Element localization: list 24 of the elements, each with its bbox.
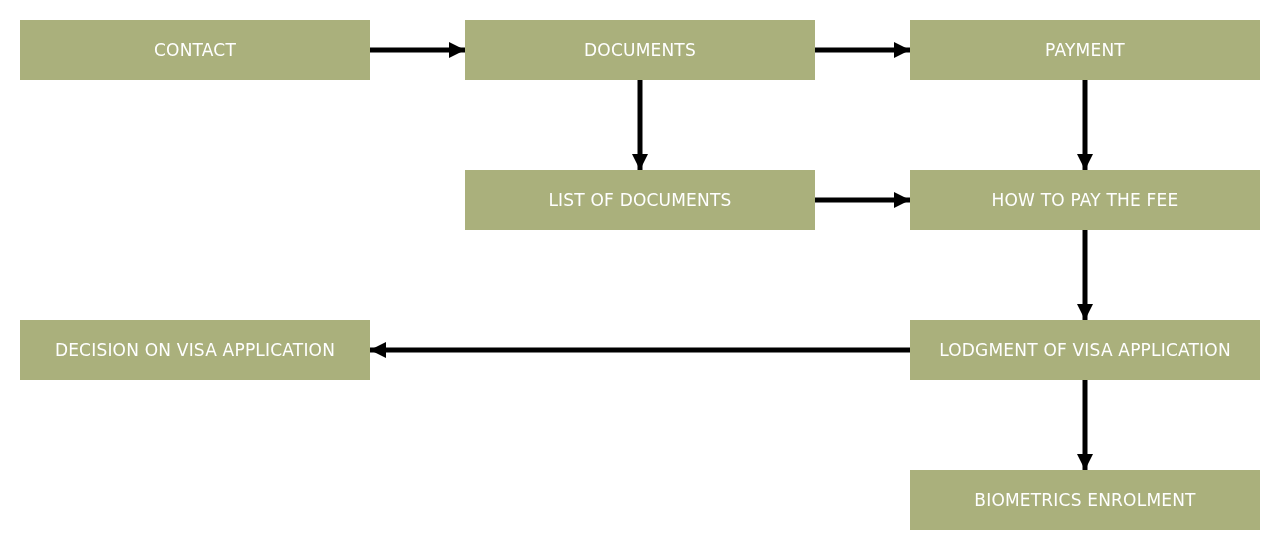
process-box bbox=[20, 320, 370, 380]
arrow bbox=[1077, 380, 1093, 470]
process-box bbox=[910, 20, 1260, 80]
process-box bbox=[465, 20, 815, 80]
box-label: LODGMENT OF VISA APPLICATION bbox=[939, 340, 1231, 360]
arrow bbox=[1077, 80, 1093, 170]
box-label: LIST OF DOCUMENTS bbox=[548, 190, 732, 210]
box-label: HOW TO PAY THE FEE bbox=[991, 190, 1179, 210]
box-label: PAYMENT bbox=[1045, 40, 1125, 60]
box-label: DOCUMENTS bbox=[584, 40, 696, 60]
process-box bbox=[910, 170, 1260, 230]
box-label: DECISION ON VISA APPLICATION bbox=[54, 340, 336, 360]
arrow bbox=[815, 42, 910, 58]
arrow bbox=[370, 42, 465, 58]
box-label: CONTACT bbox=[154, 40, 236, 60]
process-box bbox=[20, 20, 370, 80]
arrow bbox=[370, 342, 910, 358]
arrow bbox=[632, 80, 648, 170]
process-box bbox=[910, 320, 1260, 380]
arrow bbox=[815, 192, 910, 208]
process-box bbox=[910, 470, 1260, 530]
arrow bbox=[1077, 230, 1093, 320]
box-label: BIOMETRICS ENROLMENT bbox=[974, 490, 1196, 510]
process-box bbox=[465, 170, 815, 230]
